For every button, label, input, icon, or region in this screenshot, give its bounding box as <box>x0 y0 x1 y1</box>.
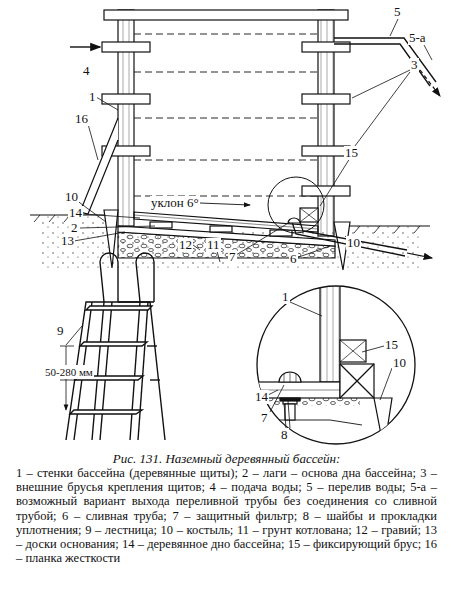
legend-text: 1 – стенки бассейна (деревянные щиты); 2… <box>16 466 437 565</box>
callout-number: 9 <box>56 324 65 338</box>
callout-number: 4 <box>82 64 91 78</box>
callout-number: 6 <box>289 252 298 266</box>
callout-number: 14 <box>254 390 269 404</box>
callout-number: 5-а <box>408 31 427 45</box>
callout-number: 1 <box>88 90 97 104</box>
dimension: 50-280 мм <box>44 365 94 379</box>
figure-caption: Рис. 131. Наземный деревянный бассейн: <box>0 451 453 466</box>
callout-number: 2 <box>70 221 79 235</box>
callout-number: 7 <box>228 250 237 264</box>
callout-number: 15 <box>384 338 399 352</box>
callout-number: 16 <box>74 112 89 126</box>
callout-number: 10 <box>64 190 79 204</box>
callout-number: 7 <box>260 411 269 425</box>
callout-number: 14 <box>68 206 83 220</box>
callout-number: 1 <box>281 290 290 304</box>
callout-number: 10 <box>392 356 407 370</box>
callout-number: 5 <box>393 5 402 19</box>
callout-number: 12 <box>178 238 193 252</box>
callout-number: 3 <box>410 58 419 72</box>
callout-number: 8 <box>280 428 289 442</box>
callout-number: 13 <box>60 234 75 248</box>
slope-note: уклон 6° <box>150 196 200 210</box>
callout-number: 15 <box>344 146 359 160</box>
callout-number: 10 <box>346 236 361 250</box>
callout-number: 11 <box>206 238 221 252</box>
